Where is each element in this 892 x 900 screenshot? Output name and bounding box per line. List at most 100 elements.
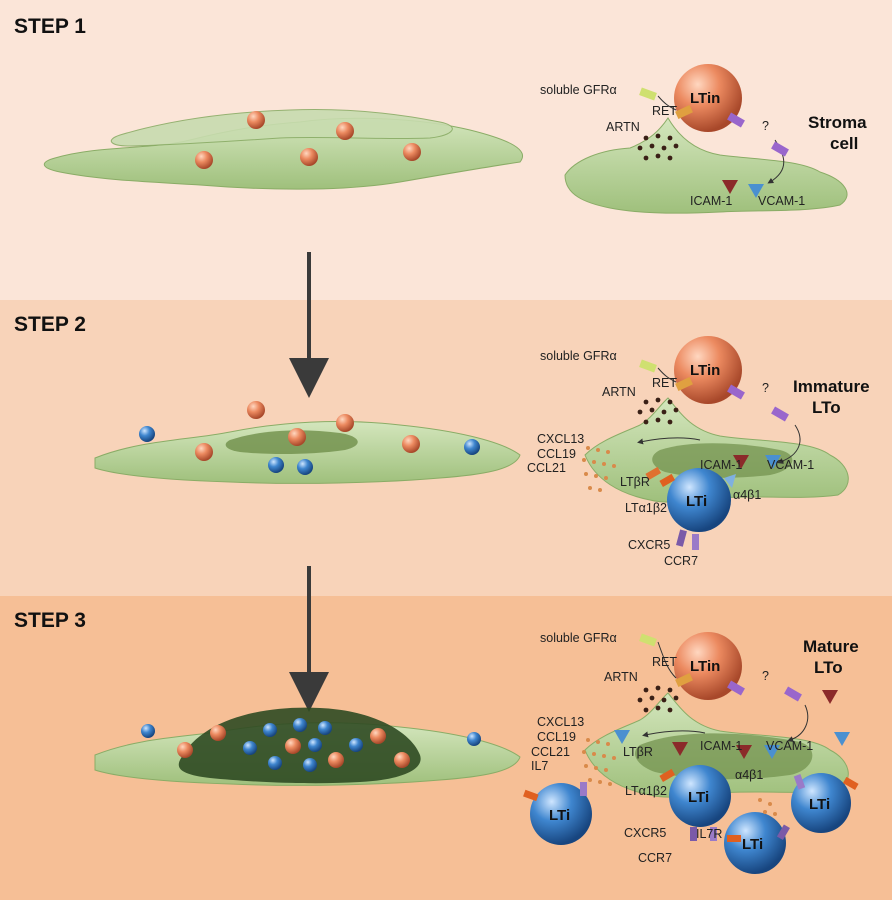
soluble-gfra-label: soluble GFRα [540, 83, 617, 97]
icam-1-marker [733, 455, 749, 469]
step-3-detail: LTin LTi LTi LTi LTi soluble GFRα RET AR… [523, 631, 859, 874]
artn-dots [637, 397, 679, 425]
ret-receptor [675, 376, 693, 392]
il7r-label: IL7R [696, 827, 722, 841]
stroma-receptor [784, 686, 802, 702]
step-1-stroma-tissue [43, 109, 523, 190]
lti-label: LTi [742, 836, 763, 853]
cxcr5-label: CXCR5 [624, 826, 666, 840]
il7-label: IL7 [531, 759, 548, 773]
a4b1-receptor [724, 474, 736, 488]
vcam-1-marker [748, 184, 764, 198]
receptor [580, 782, 587, 796]
ccl19-label: CCL19 [537, 447, 576, 461]
ltbr-label: LTβR [620, 475, 650, 489]
lta1b2-label: LTα1β2 [625, 784, 667, 798]
question-label: ? [762, 381, 769, 395]
lti-label: LTi [809, 796, 830, 813]
lti-label: LTi [688, 789, 709, 806]
ccr7-label: CCR7 [638, 851, 672, 865]
soluble-gfra-label: soluble GFRα [540, 631, 617, 645]
ltin-cell-large [674, 336, 742, 404]
question-label: ? [762, 119, 769, 133]
artn-label: ARTN [602, 385, 636, 399]
ltin-cell [370, 728, 386, 744]
stroma-layer-upper [110, 109, 453, 147]
question-label: ? [762, 669, 769, 683]
ret-label: RET [652, 655, 677, 669]
icam-1-label: ICAM-1 [700, 739, 742, 753]
ltin-cell [328, 752, 344, 768]
ltin-cell [336, 414, 354, 432]
receptor [793, 774, 806, 790]
artn-label: ARTN [604, 670, 638, 684]
vcam-1-marker [614, 730, 630, 744]
step-3-stroma-tissue [94, 707, 521, 786]
receptor [523, 789, 539, 802]
ret-label: RET [652, 104, 677, 118]
lti-label: LTi [549, 807, 570, 824]
ret-label: RET [652, 376, 677, 390]
ltin-cell [177, 742, 193, 758]
ccr7-label: CCR7 [664, 554, 698, 568]
ltin-cell [195, 443, 213, 461]
ltbr-receptor [645, 466, 662, 480]
lti-cell [349, 738, 363, 752]
ltin-label: LTin [690, 362, 720, 379]
step-2-detail: LTin LTi soluble GFRα RET ARTN ? ICAM-1 … [527, 336, 870, 568]
chemokine-arrow [642, 730, 706, 738]
unknown-receptor [727, 680, 745, 696]
ltin-cell [247, 401, 265, 419]
soluble-gfra-link [657, 641, 677, 679]
soluble-gfra-label: soluble GFRα [540, 349, 617, 363]
artn-dots [637, 133, 679, 161]
vcam-1-label: VCAM-1 [758, 194, 805, 208]
soluble-gfra-link [657, 95, 677, 111]
ltin-label: LTin [690, 90, 720, 107]
a4b1-label: α4β1 [735, 768, 763, 782]
ccl21-label: CCL21 [531, 745, 570, 759]
stage-label-line-2: LTo [812, 398, 841, 417]
lti-cell [297, 459, 313, 475]
lti-cell-large [724, 812, 786, 874]
ccr7-receptor [692, 534, 699, 550]
lti-cell [268, 457, 284, 473]
ltin-receptor-arrow [777, 424, 801, 464]
lti-cell [308, 738, 322, 752]
unknown-receptor [727, 112, 745, 128]
ltin-label: LTin [690, 658, 720, 675]
step-1-detail: LTin soluble GFRα RET ARTN ? ICAM-1 VCAM… [540, 64, 867, 214]
step-1-title: STEP 1 [14, 15, 86, 38]
ccl21-label: CCL21 [527, 461, 566, 475]
ltin-cell [285, 738, 301, 754]
soluble-gfra [639, 633, 657, 647]
lti-cell [464, 439, 480, 455]
ltin-cell [394, 752, 410, 768]
receptor [776, 824, 790, 841]
lti-cell [263, 723, 277, 737]
stage-label-line-1: Immature [793, 377, 870, 396]
stroma-receptor [771, 141, 789, 157]
receptor [659, 768, 676, 782]
ret-receptor [675, 672, 693, 688]
stage-label-line-2: LTo [814, 658, 843, 677]
lti-cell [141, 724, 155, 738]
lti-cell-large [791, 773, 851, 833]
ltin-cell [210, 725, 226, 741]
cxcr5-label: CXCR5 [628, 538, 670, 552]
icam-1-marker [672, 742, 688, 756]
ltin-receptor-arrow [787, 704, 809, 742]
icam-1-marker [736, 745, 752, 759]
ltbr-label: LTβR [623, 745, 653, 759]
vcam-1-label: VCAM-1 [766, 739, 813, 753]
soluble-gfra [639, 359, 657, 373]
step-2-stroma-tissue [94, 401, 521, 484]
cxcl13-label: CXCL13 [537, 432, 584, 446]
lti-cell [139, 426, 155, 442]
vcam-1-marker [765, 455, 781, 469]
stroma-receptor [771, 406, 789, 422]
lti-cell [243, 741, 257, 755]
lta1b2-receptor [659, 473, 676, 487]
